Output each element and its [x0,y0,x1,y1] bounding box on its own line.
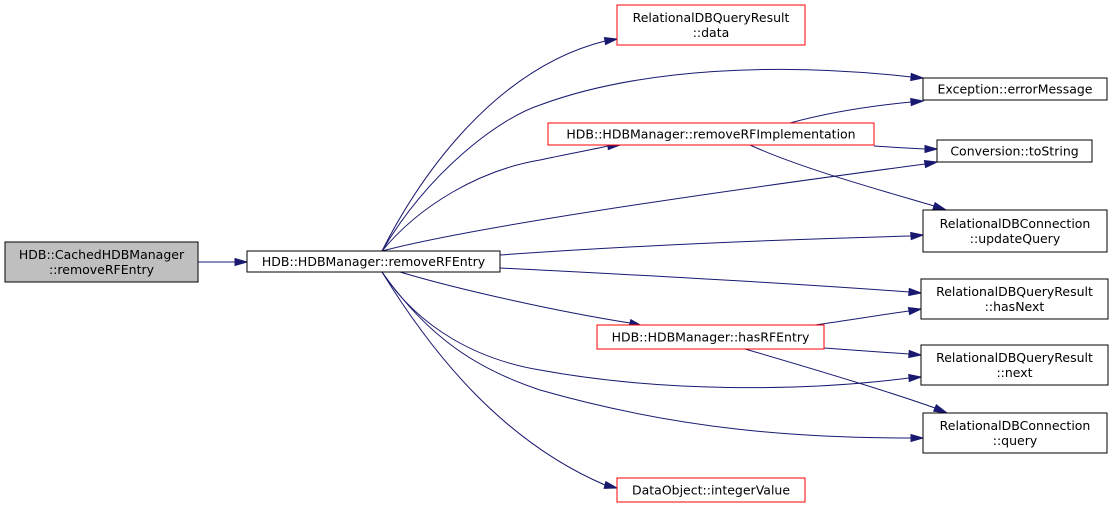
edge-n0-n1 [198,257,249,267]
node-box [936,139,1093,163]
node-box [616,4,806,46]
node-hdbmanager-removerfentry[interactable]: HDB::HDBManager::removeRFEntry [246,250,501,273]
edge-line [789,101,912,124]
node-label: ::removeRFEntry [49,262,155,277]
node-label: RelationalDBQueryResult [633,10,790,25]
node-conversion-tostring[interactable]: Conversion::toString [936,139,1093,163]
edge-n8-n10 [744,348,949,414]
node-label: HDB::HDBManager::removeRFImplementation [566,127,855,142]
node-label: HDB::CachedHDBManager [19,247,185,262]
arrow-head [924,144,939,154]
edge-n1-n2 [381,36,619,252]
edge-n1-n10 [381,271,925,443]
edge-line [499,267,910,293]
edge-n1-n7 [499,267,923,297]
edge-line [399,271,631,324]
edge-line [381,271,606,486]
edge-line [381,68,912,252]
node-hdbmanager-hasrfentry[interactable]: HDB::HDBManager::hasRFEntry [596,324,825,350]
edge-n4-n6 [749,144,948,211]
arrow-head [908,287,923,297]
arrow-head [932,201,948,211]
edge-line [749,144,935,207]
node-box [547,122,875,146]
node-box [4,241,199,283]
edge-n8-n7 [814,306,923,326]
arrow-head [923,159,939,169]
arrow-head [910,433,925,443]
node-label: ::updateQuery [970,231,1061,246]
node-label: Conversion::toString [950,144,1078,159]
node-label: RelationalDBConnection [940,216,1091,231]
edge-n1-n6 [499,231,925,256]
edge-n4-n5 [873,144,939,154]
node-label: HDB::HDBManager::removeRFEntry [262,254,486,269]
node-relationaldbqueryresult-hasnext[interactable]: RelationalDBQueryResult::hasNext [920,278,1109,320]
edge-line [381,145,609,252]
arrow-head [908,349,923,359]
node-label: RelationalDBConnection [940,418,1091,433]
node-label: RelationalDBQueryResult [936,350,1093,365]
node-label: DataObject::integerValue [632,483,790,498]
edge-n1-n3 [381,68,925,252]
node-relationaldbqueryresult-data[interactable]: RelationalDBQueryResult::data [616,4,806,46]
arrow-head [603,36,619,46]
node-label: HDB::HDBManager::hasRFEntry [612,330,810,345]
node-dataobject-integervalue[interactable]: DataObject::integerValue [616,477,806,503]
node-relationaldbconnection-updatequery[interactable]: RelationalDBConnection::updateQuery [922,209,1108,253]
edge-n8-n9 [823,347,923,359]
node-label: ::query [993,433,1038,448]
arrow-head [908,373,923,383]
node-box [920,278,1109,320]
node-label: ::hasNext [985,299,1045,314]
node-relationaldbconnection-query[interactable]: RelationalDBConnection::query [922,412,1108,454]
node-exception-errormessage[interactable]: Exception::errorMessage [922,77,1108,101]
edge-line [381,271,912,439]
node-relationaldbqueryresult-next[interactable]: RelationalDBQueryResult::next [920,344,1109,386]
edge-line [744,348,936,409]
edge-line [381,163,926,252]
node-box [246,250,501,273]
nodes-layer: HDB::CachedHDBManager::removeRFEntryHDB:… [4,4,1109,503]
node-hdbmanager-removerfimplementation[interactable]: HDB::HDBManager::removeRFImplementation [547,122,875,146]
edge-line [873,145,926,150]
edge-line [814,310,910,326]
arrow-head [234,257,249,267]
edge-n1-n4 [381,141,622,252]
edges-layer [198,36,949,489]
edge-line [499,235,912,256]
node-box [922,412,1108,454]
edge-line [823,347,910,355]
arrow-head [907,306,923,316]
node-cachedhdbmanager-removerfentry[interactable]: HDB::CachedHDBManager::removeRFEntry [4,241,199,283]
node-box [616,477,806,503]
edge-n1-n8 [399,271,644,327]
node-label: RelationalDBQueryResult [936,284,1093,299]
node-box [596,324,825,350]
arrow-head [932,403,949,414]
edge-n1-n11 [381,271,619,489]
edge-line [381,271,910,389]
edge-line [381,40,606,252]
node-label: ::data [693,25,730,40]
arrow-head [603,480,619,489]
edge-n1-n5 [381,159,939,252]
node-box [922,209,1108,253]
arrow-head [910,97,925,107]
node-box [920,344,1109,386]
arrow-head [910,231,925,241]
arrow-head [910,72,925,82]
node-label: Exception::errorMessage [938,82,1093,97]
node-box [922,77,1108,101]
edge-n1-n9 [381,271,923,389]
edge-n4-n3 [789,97,925,124]
node-label: ::next [996,365,1032,380]
